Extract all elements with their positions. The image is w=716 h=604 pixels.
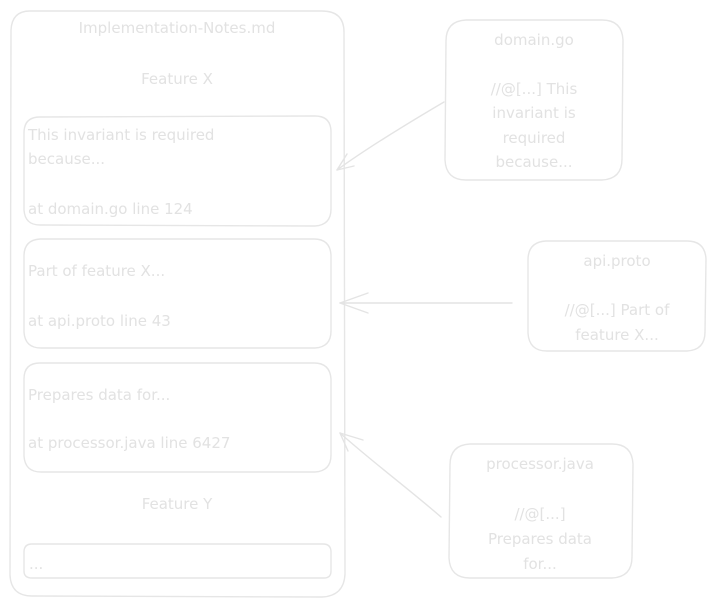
note-location: at domain.go line 124 <box>28 200 193 218</box>
note-text: Part of feature X... <box>28 262 165 280</box>
source-file-comment: required <box>503 129 566 147</box>
source-file-comment: //@[...] This <box>491 80 578 98</box>
note-card-api: Part of feature X... at api.proto line 4… <box>23 238 332 349</box>
source-file-domain: domain.go //@[...] This invariant is req… <box>444 19 624 181</box>
note-text: Prepares data for... <box>28 386 170 404</box>
note-text: ... <box>29 555 43 573</box>
notes-file-panel: Implementation-Notes.md Feature X This i… <box>9 10 346 598</box>
arrow-api-to-note <box>339 292 513 314</box>
source-file-comment: feature X... <box>575 326 659 344</box>
source-file-comment: //@[...] <box>514 505 565 523</box>
source-file-name: domain.go <box>494 31 574 49</box>
section-heading-feature-y: Feature Y <box>142 495 213 513</box>
source-file-comment: for... <box>523 555 557 573</box>
source-file-comment: because... <box>495 153 572 171</box>
arrow-domain-to-note <box>336 101 445 171</box>
note-card-domain: This invariant is required because... at… <box>23 115 332 227</box>
source-file-name: processor.java <box>486 455 594 473</box>
source-file-comment: //@[...] Part of <box>565 301 670 319</box>
note-text: This invariant is required <box>27 126 214 144</box>
note-card-processor: Prepares data for... at processor.java l… <box>23 362 332 473</box>
arrow-processor-to-note <box>339 432 442 518</box>
note-location: at api.proto line 43 <box>28 312 171 330</box>
section-heading-feature-x: Feature X <box>141 70 213 88</box>
note-card-feature-y: ... <box>23 543 332 579</box>
source-file-comment: invariant is <box>492 104 576 122</box>
notes-file-title: Implementation-Notes.md <box>79 19 276 37</box>
source-file-name: api.proto <box>583 252 650 270</box>
source-file-api: api.proto //@[...] Part of feature X... <box>527 240 707 352</box>
source-file-processor: processor.java //@[...] Prepares data fo… <box>448 443 634 579</box>
note-location: at processor.java line 6427 <box>28 434 230 452</box>
note-text: because... <box>28 150 105 168</box>
source-file-comment: Prepares data <box>488 530 592 548</box>
